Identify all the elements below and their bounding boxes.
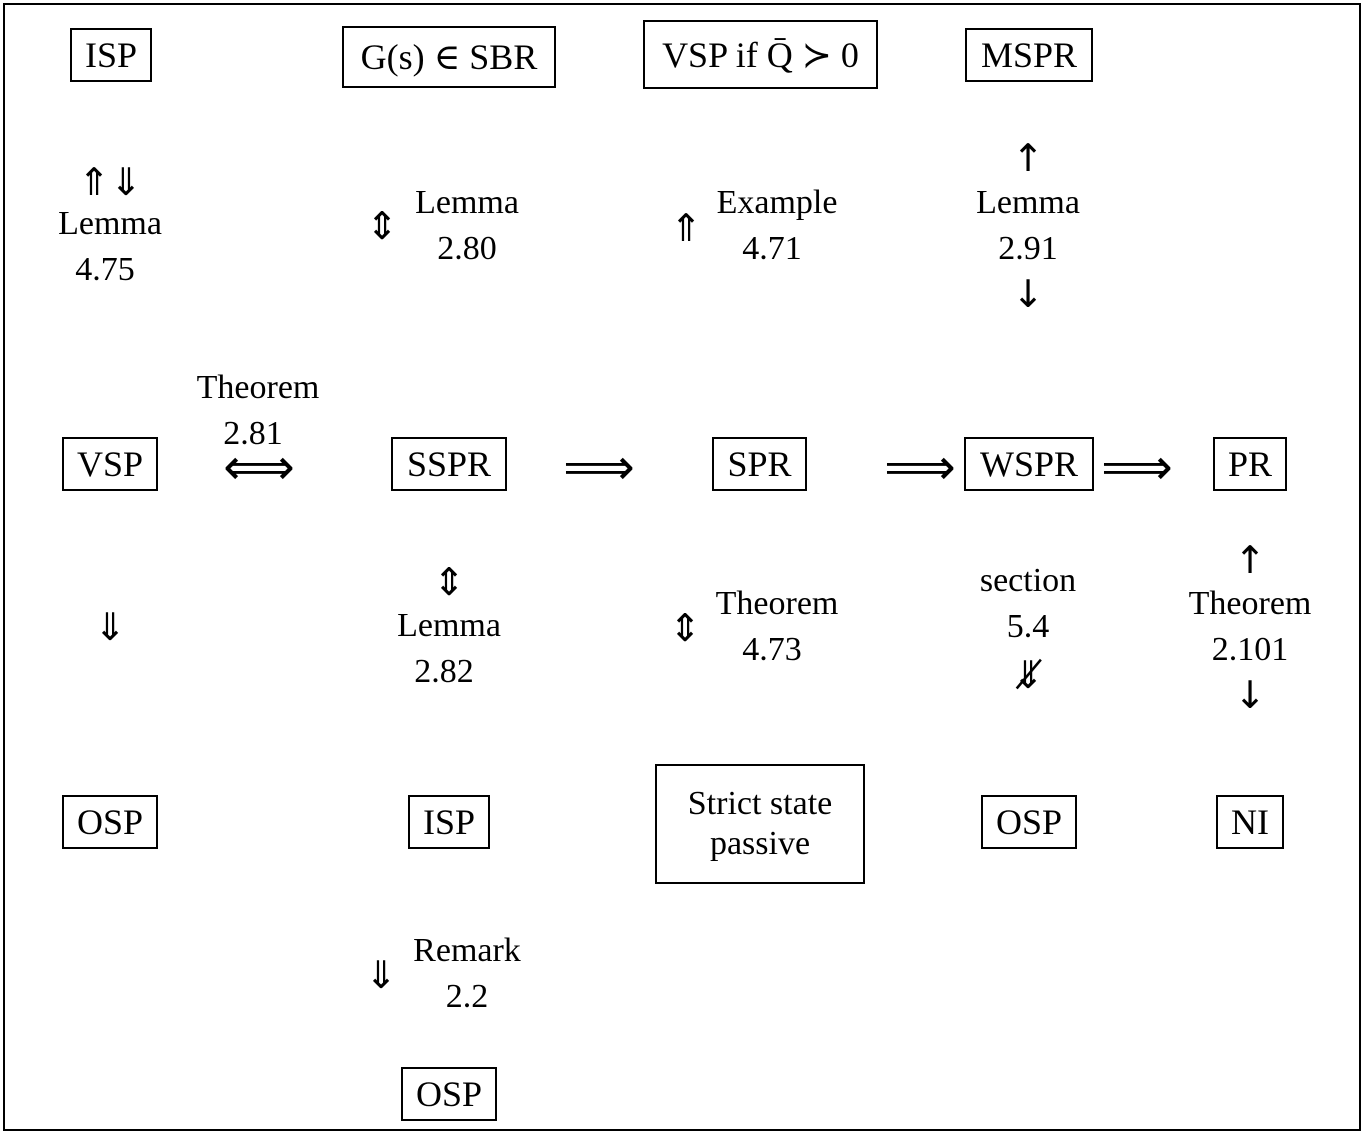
arrow-wspr-pr-implies: ⟹ xyxy=(1101,438,1173,496)
node-strict-state-passive: Strict state passive xyxy=(655,764,865,884)
label-lemma-2-80: Lemma 2.80 xyxy=(415,180,519,272)
arrow-wspr-osp-not-implies: ⇓̸ xyxy=(1012,653,1044,697)
node-pr: PR xyxy=(1213,437,1287,491)
arrow-spr-wspr-implies: ⟹ xyxy=(884,438,956,496)
g-sbr-text: G(s) ∈ SBR xyxy=(360,37,538,77)
arrow-vsp-sspr-iff: ⟺ xyxy=(223,438,295,496)
arrow-isp-vsp-both: ⇑⇓ xyxy=(78,160,142,204)
arrow-sbr-sspr-equiv: ⇕ xyxy=(366,204,398,248)
label-remark-2-2-line2: 2.2 xyxy=(445,978,489,1015)
label-theorem-2-101-line1: Theorem xyxy=(1188,585,1312,622)
arrow-mspr-up: ↑ xyxy=(1012,136,1044,180)
arrow-pr-down: ↓ xyxy=(1234,673,1266,717)
arrow-vsp-osp-down: ⇓ xyxy=(94,605,126,649)
label-theorem-2-81-line2: 2.81 xyxy=(223,415,283,452)
node-osp-left: OSP xyxy=(62,795,158,849)
node-osp-bottom: OSP xyxy=(401,1067,497,1121)
arrow-isp-osp-down: ⇓ xyxy=(365,953,397,997)
label-lemma-2-91-line2: 2.91 xyxy=(998,230,1058,267)
label-lemma-2-80-line1: Lemma xyxy=(415,184,519,221)
label-lemma-2-82: Lemma 2.82 xyxy=(397,603,501,695)
node-isp-top: ISP xyxy=(70,28,152,82)
label-theorem-4-73-line1: Theorem xyxy=(715,585,839,622)
vsp-if-text: VSP if Q̄ ≻ 0 xyxy=(662,34,859,75)
node-spr: SPR xyxy=(712,437,807,491)
node-isp-mid: ISP xyxy=(408,795,490,849)
label-lemma-4-75-line1: Lemma xyxy=(58,205,162,242)
label-section-5-4-line2: 5.4 xyxy=(1006,608,1050,645)
arrow-spr-strict-state-equiv: ⇕ xyxy=(669,606,701,650)
label-remark-2-2: Remark 2.2 xyxy=(413,928,521,1020)
label-remark-2-2-line1: Remark xyxy=(413,932,521,969)
label-lemma-2-82-line2: 2.82 xyxy=(414,653,474,690)
arrow-vspif-spr-up: ⇑ xyxy=(670,206,702,250)
label-theorem-2-101: Theorem 2.101 xyxy=(1189,581,1312,673)
label-example-4-71-line2: 4.71 xyxy=(742,230,802,267)
node-vsp: VSP xyxy=(62,437,158,491)
node-osp-right: OSP xyxy=(981,795,1077,849)
node-sspr: SSPR xyxy=(391,437,507,491)
node-mspr: MSPR xyxy=(965,28,1093,82)
label-example-4-71: Example 4.71 xyxy=(717,180,838,272)
label-theorem-2-81: Theorem 2.81 xyxy=(197,365,320,457)
label-example-4-71-line1: Example xyxy=(716,184,838,221)
label-section-5-4-line1: section xyxy=(979,562,1077,599)
arrow-pr-up: ↑ xyxy=(1234,538,1266,582)
node-vsp-if-q-positive: VSP if Q̄ ≻ 0 xyxy=(643,20,878,89)
label-section-5-4: section 5.4 xyxy=(980,558,1076,650)
label-lemma-4-75-line2: 4.75 xyxy=(75,251,135,288)
node-ni: NI xyxy=(1216,795,1284,849)
node-wspr: WSPR xyxy=(964,437,1094,491)
label-lemma-2-91-line1: Lemma xyxy=(976,184,1080,221)
label-theorem-4-73-line2: 4.73 xyxy=(742,631,802,668)
label-lemma-4-75: Lemma 4.75 xyxy=(58,201,162,293)
diagram-frame xyxy=(3,3,1361,1131)
strict-state-passive-text: Strict state passive xyxy=(687,785,833,862)
label-lemma-2-80-line2: 2.80 xyxy=(437,230,497,267)
label-theorem-2-81-line1: Theorem xyxy=(196,369,320,406)
node-g-in-sbr: G(s) ∈ SBR xyxy=(342,26,556,88)
label-lemma-2-91: Lemma 2.91 xyxy=(976,180,1080,272)
arrow-mspr-down: ↓ xyxy=(1012,272,1044,316)
arrow-sspr-spr-implies: ⟹ xyxy=(563,438,635,496)
label-theorem-4-73: Theorem 4.73 xyxy=(716,581,839,673)
label-lemma-2-82-line1: Lemma xyxy=(397,607,501,644)
label-theorem-2-101-line2: 2.101 xyxy=(1211,631,1289,668)
arrow-sspr-isp-equiv: ⇕ xyxy=(433,560,465,604)
